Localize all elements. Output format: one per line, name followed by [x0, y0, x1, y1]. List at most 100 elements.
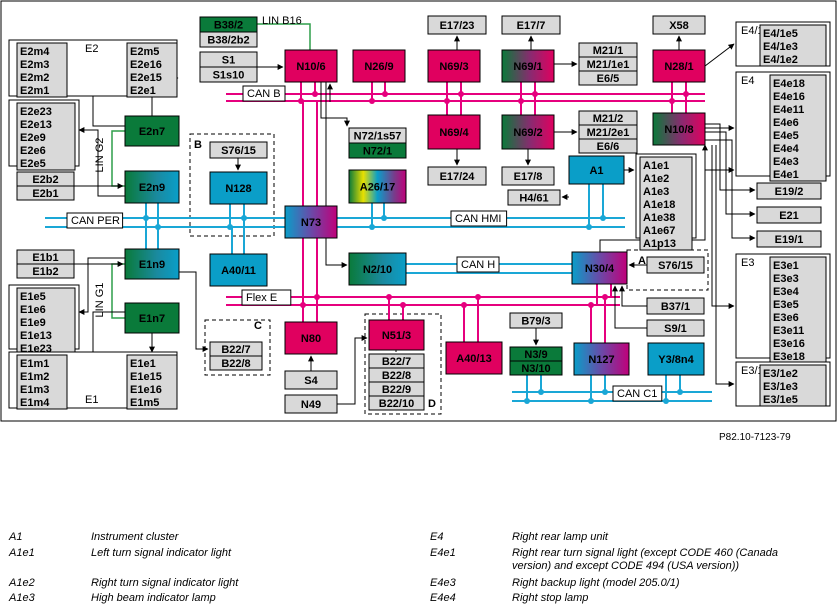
component-m21_2: M21/2 — [578, 110, 638, 126]
component-label: B22/9 — [382, 384, 411, 396]
component-box — [646, 256, 705, 274]
legend-code: A1e1 — [9, 547, 35, 559]
component-box — [124, 302, 180, 334]
component-label: S76/15 — [658, 260, 693, 272]
group-item: E2m3 — [20, 59, 49, 71]
component-n69_2: N69/2 — [501, 114, 555, 150]
component-box — [352, 49, 406, 83]
group-label: E1 — [85, 394, 98, 406]
group-item: E4/1e5 — [763, 28, 798, 40]
component-e19_1: E19/1 — [756, 230, 822, 248]
bus-label-frame — [241, 289, 292, 306]
group-item: E1m4 — [20, 397, 50, 409]
component-s4: S4 — [284, 370, 338, 390]
component-n72_1: N72/1 — [348, 142, 407, 159]
flex-e-joints — [300, 294, 608, 308]
component-e1n9: E1n9 — [124, 248, 180, 280]
group-item: E1m1 — [20, 358, 49, 370]
component-label: S4 — [304, 375, 318, 387]
component-label: N10/8 — [664, 124, 693, 136]
bus-label-lin_b16: LIN B16 — [262, 15, 302, 27]
component-label: N128 — [225, 183, 251, 195]
component-label: N26/9 — [364, 61, 393, 73]
group-item: E1e6 — [20, 304, 46, 316]
component-e17_24: E17/24 — [427, 166, 487, 186]
component-label: A40/11 — [221, 265, 256, 277]
wiring-diagram: B38/2B38/2b2S1S1s10N10/6N26/9N69/3N69/1N… — [0, 0, 837, 422]
bus-label-text: LIN G1 — [94, 283, 106, 318]
component-a26_17: A26/17 — [348, 169, 407, 204]
component-s1: S1 — [199, 51, 258, 68]
bus-label-frame — [612, 385, 663, 402]
component-box — [284, 205, 338, 239]
group-item: E4e3 — [773, 156, 799, 168]
component-box — [199, 66, 258, 83]
component-box — [756, 206, 822, 224]
group-item: E3e18 — [773, 351, 805, 363]
legend-text: High beam indicator lamp — [91, 592, 216, 604]
component-label: N10/6 — [296, 61, 325, 73]
component-label: E2n7 — [139, 126, 165, 138]
component-e21: E21 — [756, 206, 822, 224]
bus-label-can_per: CAN PER — [66, 212, 124, 229]
component-e17_8: E17/8 — [501, 166, 555, 186]
component-box — [16, 263, 75, 279]
component-box — [348, 169, 407, 204]
legend-text: Right rear turn signal light (except COD… — [512, 547, 778, 572]
component-box — [571, 251, 628, 285]
component-e2b2: E2b2 — [16, 171, 75, 187]
group-item: E3e6 — [773, 312, 799, 324]
component-box — [284, 394, 338, 414]
group-label: E4 — [741, 75, 754, 87]
component-label: N73 — [301, 217, 321, 229]
group-column — [769, 256, 827, 364]
bus-label-frame — [242, 85, 286, 102]
component-box — [501, 15, 561, 35]
bus-label-text: CAN HMI — [455, 213, 501, 225]
group-item: A1e1 — [643, 160, 669, 172]
component-label: N3/10 — [521, 363, 550, 375]
group-item: E1e9 — [20, 317, 46, 329]
component-n26_9: N26/9 — [352, 49, 406, 83]
component-b37_1: B37/1 — [646, 297, 705, 315]
legend-code: E4e4 — [430, 592, 456, 604]
group-item: A1e2 — [643, 173, 669, 185]
component-label: M21/2 — [593, 113, 624, 125]
group-item: A1e38 — [643, 212, 675, 224]
component-label: A26/17 — [360, 182, 395, 194]
component-n30_4: N30/4 — [571, 251, 628, 285]
component-b22_8b: B22/8 — [368, 367, 425, 383]
component-e17_23: E17/23 — [427, 15, 487, 35]
group-column — [16, 287, 76, 356]
component-label: B22/8 — [221, 358, 250, 370]
legend-text: Right backup light (model 205.0/1) — [512, 577, 680, 589]
group-item: E3e16 — [773, 338, 805, 350]
component-n69_3: N69/3 — [427, 49, 481, 83]
component-label: A40/13 — [456, 353, 491, 365]
component-label: M21/1 — [593, 45, 624, 57]
component-label: S76/15 — [221, 145, 256, 157]
component-label: N49 — [301, 399, 321, 411]
bus-label-flex_e: Flex E — [241, 289, 292, 306]
group-item: E2e23 — [20, 106, 52, 118]
bus-label-frame — [450, 210, 508, 227]
component-label: E19/1 — [775, 234, 804, 246]
component-label: N72/1 — [363, 146, 392, 158]
component-label: B22/7 — [221, 344, 250, 356]
group-item: E3e5 — [773, 299, 799, 311]
group-item: E2e13 — [20, 119, 52, 131]
component-box — [209, 141, 268, 159]
component-label: S1s10 — [213, 70, 245, 82]
component-box — [756, 182, 822, 200]
can-c1-bus — [512, 375, 712, 402]
group-item: E2e9 — [20, 132, 46, 144]
group-item: E4e5 — [773, 130, 799, 142]
group-column — [759, 24, 827, 67]
component-x58: X58 — [652, 15, 706, 35]
component-e6_5: E6/5 — [578, 70, 638, 86]
group-item: E1e16 — [130, 384, 162, 396]
